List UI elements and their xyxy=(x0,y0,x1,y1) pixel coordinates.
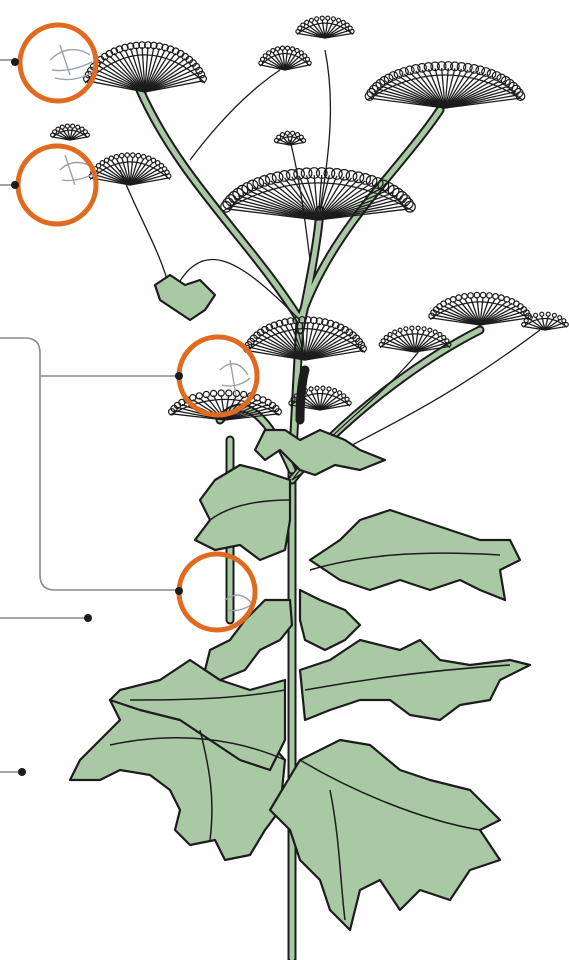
flower-umbels xyxy=(51,16,569,420)
callout-dot-icon xyxy=(11,58,19,66)
callout-dot-icon xyxy=(175,587,183,595)
umbel-flower-icon xyxy=(51,124,90,140)
umbel-flower-icon xyxy=(379,326,451,352)
highlight-circle-icon xyxy=(179,554,255,630)
callout-dot-icon xyxy=(18,768,26,776)
umbel-flower-icon xyxy=(259,46,311,70)
leaf-mid-right-lower xyxy=(300,640,530,720)
callout-dot-icon xyxy=(11,181,19,189)
callout-dot-icon xyxy=(175,372,183,380)
umbel-flower-icon xyxy=(365,62,525,108)
callout-dot-icon xyxy=(84,614,92,622)
leaf-upper-center xyxy=(255,430,385,475)
leaf-left-upper xyxy=(195,465,290,560)
highlight-circle-icon xyxy=(179,337,257,415)
highlight-circle-icon xyxy=(18,146,96,224)
highlight-circle-icon xyxy=(20,25,96,101)
umbel-flower-icon xyxy=(274,131,305,145)
branch-stems xyxy=(120,50,540,620)
leaf-bract-top xyxy=(155,275,215,320)
umbel-flower-icon xyxy=(429,292,531,325)
umbel-flower-icon xyxy=(84,42,207,92)
umbel-flower-icon xyxy=(296,16,354,38)
leaf-bottom-right xyxy=(270,740,500,930)
umbel-flower-icon xyxy=(89,153,171,185)
leaf-upper-right-small xyxy=(300,590,360,650)
